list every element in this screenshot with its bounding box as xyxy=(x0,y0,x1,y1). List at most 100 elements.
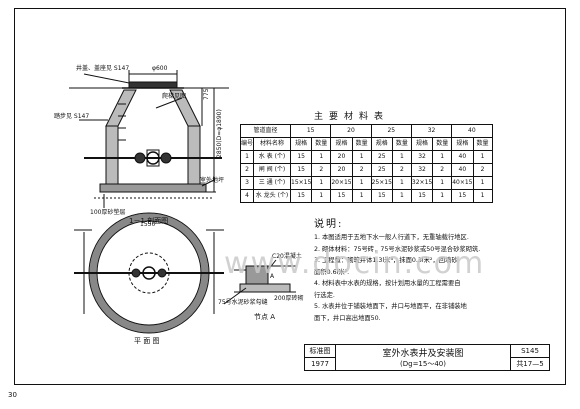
col-spec: 规格 xyxy=(370,137,393,151)
cell: 25×15 xyxy=(370,176,393,190)
col-qty: 数量 xyxy=(472,137,493,151)
col-qty: 数量 xyxy=(432,137,453,151)
dim-775: 775 xyxy=(203,88,210,100)
cell: 1 xyxy=(351,189,372,203)
dim-1550: 1550 xyxy=(140,221,156,228)
diameter-header: 15 xyxy=(290,124,332,138)
cell: 1 xyxy=(351,150,372,164)
note-line: 3. 工程量：砌筑井体1.3l米³，抹面0.3l米²，回填砂 xyxy=(314,257,458,264)
plan-view xyxy=(74,212,224,334)
col-spec: 规格 xyxy=(330,137,353,151)
cell: 3 xyxy=(239,176,255,190)
cell: 20 xyxy=(330,150,353,164)
section-view xyxy=(69,70,229,208)
cell: 15 xyxy=(290,150,313,164)
cell: 1 xyxy=(351,176,372,190)
note-line: 面下，井口高出地面50. xyxy=(314,314,381,322)
drawing-year: 1977 xyxy=(304,357,336,371)
material-table-title: 主要材料表 xyxy=(314,112,390,122)
joint-note: 75号水泥砂浆勾缝 xyxy=(218,299,268,306)
cell: 1 xyxy=(391,150,412,164)
diameter-header: 25 xyxy=(370,124,412,138)
phi600-label: φ600 xyxy=(152,65,168,72)
note-line: 4. 材料表中水表的规格，按计划用水量的工程需要自 xyxy=(314,280,461,287)
cell: 三 通 (个) xyxy=(253,176,292,190)
cell: 20 xyxy=(330,163,353,177)
cell: 2 xyxy=(432,163,453,177)
cell: 1 xyxy=(432,176,453,190)
note-line: 1. 本图适用于五地下水一般人行道下，无重轴载行地区. xyxy=(314,234,469,241)
drawing-frame: 井盖、盖座见 S147 φ600 踏步见 S147 爬梯见图 775 2850(… xyxy=(14,8,566,385)
brick-note: 200厚砖砌 xyxy=(274,295,304,302)
table-row: 1 水 表 (个) 15 1 20 1 25 1 32 1 40 1 xyxy=(239,150,493,164)
cell: 15 xyxy=(330,189,353,203)
cell: 2 xyxy=(239,163,255,177)
drawing-title-text: 室外水表井及安装图 xyxy=(382,349,464,359)
drawing-lines xyxy=(14,8,566,385)
col-spec: 规格 xyxy=(451,137,474,151)
cell: 15×15 xyxy=(290,176,313,190)
note-line: 5. 水表井位于铺装地面下，井口与地面平，在非铺装地 xyxy=(314,303,467,310)
drawing-code: S145 xyxy=(510,344,550,358)
drawing-subtitle: (Dg=15～40) xyxy=(400,360,446,368)
cell: 15 xyxy=(410,189,434,203)
cell: 1 xyxy=(391,176,412,190)
dim-main: 2850(D=φ1890) xyxy=(216,109,223,158)
detail-title: 节点 A xyxy=(254,313,276,321)
table-row: 2 闸 阀 (个) 15 2 20 2 25 2 32 2 40 2 xyxy=(239,163,493,177)
step-label: 踏步见 S147 xyxy=(54,113,90,120)
drawing-title: 室外水表井及安装图 (Dg=15～40) xyxy=(335,344,511,371)
cell: 15 xyxy=(290,163,313,177)
a-mark: A xyxy=(270,273,275,280)
cell: 1 xyxy=(311,189,332,203)
note-line: 2. 砌体材料：75号砖，75号水泥砂浆或50号混合砂浆砌筑. xyxy=(314,245,481,253)
cell: 水 表 (个) xyxy=(253,150,292,164)
cell: 闸 阀 (个) xyxy=(253,163,292,177)
detail-a xyxy=(223,259,296,305)
cell: 25 xyxy=(370,163,393,177)
col-no: 编号 xyxy=(239,137,255,151)
col-qty: 数量 xyxy=(391,137,412,151)
cell: 4 xyxy=(239,189,255,203)
cell: 40 xyxy=(451,163,474,177)
cell: 32 xyxy=(410,150,434,164)
col-spec: 规格 xyxy=(290,137,313,151)
cell: 32 xyxy=(410,163,434,177)
cell: 15 xyxy=(451,189,474,203)
notes-heading: 说明: xyxy=(314,219,344,230)
page-number: 30 xyxy=(8,391,17,399)
cement-note: C20混凝土 xyxy=(272,253,302,260)
diameter-header: 40 xyxy=(451,124,493,138)
col-qty: 数量 xyxy=(351,137,372,151)
cell: 1 xyxy=(472,176,493,190)
cell: 1 xyxy=(311,150,332,164)
cell: 2 xyxy=(472,163,493,177)
backfill-label: 100厚砂垫层 xyxy=(90,209,126,216)
cell: 2 xyxy=(311,163,332,177)
cell: 40 xyxy=(451,150,474,164)
diameter-header: 20 xyxy=(330,124,372,138)
cell: 2 xyxy=(351,163,372,177)
col-qty: 数量 xyxy=(311,137,332,151)
cell: 32×15 xyxy=(410,176,434,190)
sheet-number: 共17—5 xyxy=(510,357,550,371)
diameter-header: 32 xyxy=(410,124,453,138)
cell: 40×15 xyxy=(451,176,474,190)
table-row: 3 三 通 (个) 15×15 1 20×15 1 25×15 1 32×15 … xyxy=(239,176,493,190)
note-line: 面积0.6l米². xyxy=(314,268,350,276)
cell: 1 xyxy=(472,189,493,203)
note-line: 行选定. xyxy=(314,291,335,299)
col-name: 材料名称 xyxy=(253,137,292,151)
cell: 水 龙头 (个) xyxy=(253,189,292,203)
col-spec: 规格 xyxy=(410,137,434,151)
plan-title: 平 面 图 xyxy=(134,337,160,345)
cell: 2 xyxy=(391,163,412,177)
cell: 25 xyxy=(370,150,393,164)
cell: 20×15 xyxy=(330,176,353,190)
header-pipe: 管道直径 xyxy=(239,124,292,138)
watermark: www.docin.com xyxy=(224,246,486,281)
cell: 15 xyxy=(370,189,393,203)
material-table: 管道直径 15 20 25 32 40 编号 材料名称 规格 数量 规格 数量 … xyxy=(239,124,493,203)
cell: 1 xyxy=(432,189,453,203)
table-row: 4 水 龙头 (个) 15 1 15 1 15 1 15 1 15 1 xyxy=(239,189,493,203)
